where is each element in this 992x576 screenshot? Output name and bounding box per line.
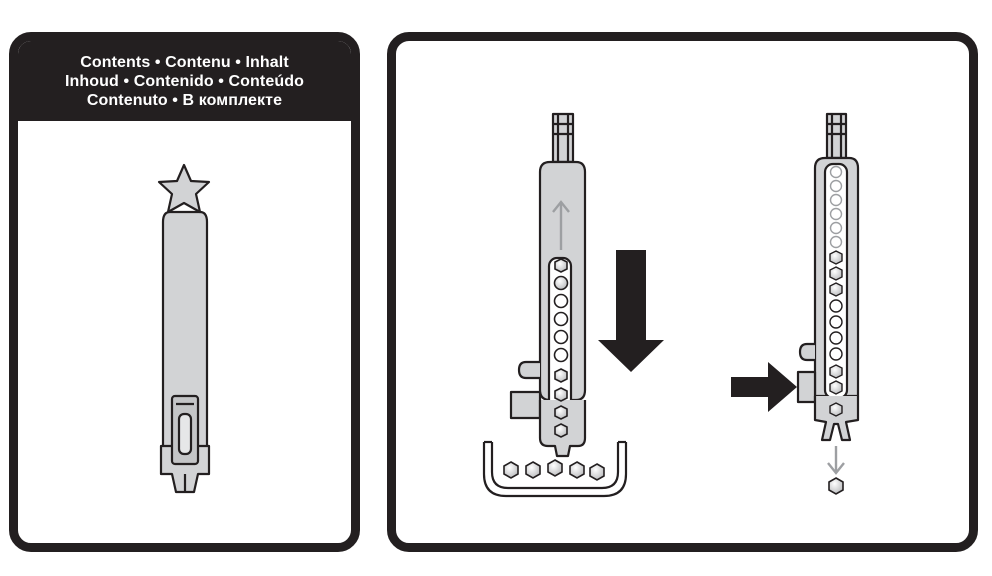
beads-dispensing (829, 165, 843, 417)
arrow-right-icon (731, 362, 797, 412)
arrow-up-icon (552, 200, 570, 250)
contents-header: Contents • Contenu • Inhalt Inhoud • Con… (18, 41, 351, 121)
header-line-2: Inhoud • Contenido • Conteúdo (65, 72, 304, 90)
clip-inner (177, 412, 193, 456)
arrow-down-icon (598, 250, 664, 372)
beads-loading (553, 258, 569, 438)
dispensing-illustration (796, 112, 860, 442)
star-icon (157, 163, 211, 214)
star-bead-pen (157, 163, 211, 494)
header-line-1: Contents • Contenu • Inhalt (80, 53, 289, 71)
beads-tray (503, 459, 605, 481)
instructions-panel (387, 32, 978, 552)
header-line-3: Contenuto • В комплекте (86, 91, 283, 109)
falling-bead (828, 477, 844, 495)
pen-tip (551, 112, 575, 164)
bead-tray (482, 442, 628, 498)
arrow-down-icon (827, 446, 845, 475)
